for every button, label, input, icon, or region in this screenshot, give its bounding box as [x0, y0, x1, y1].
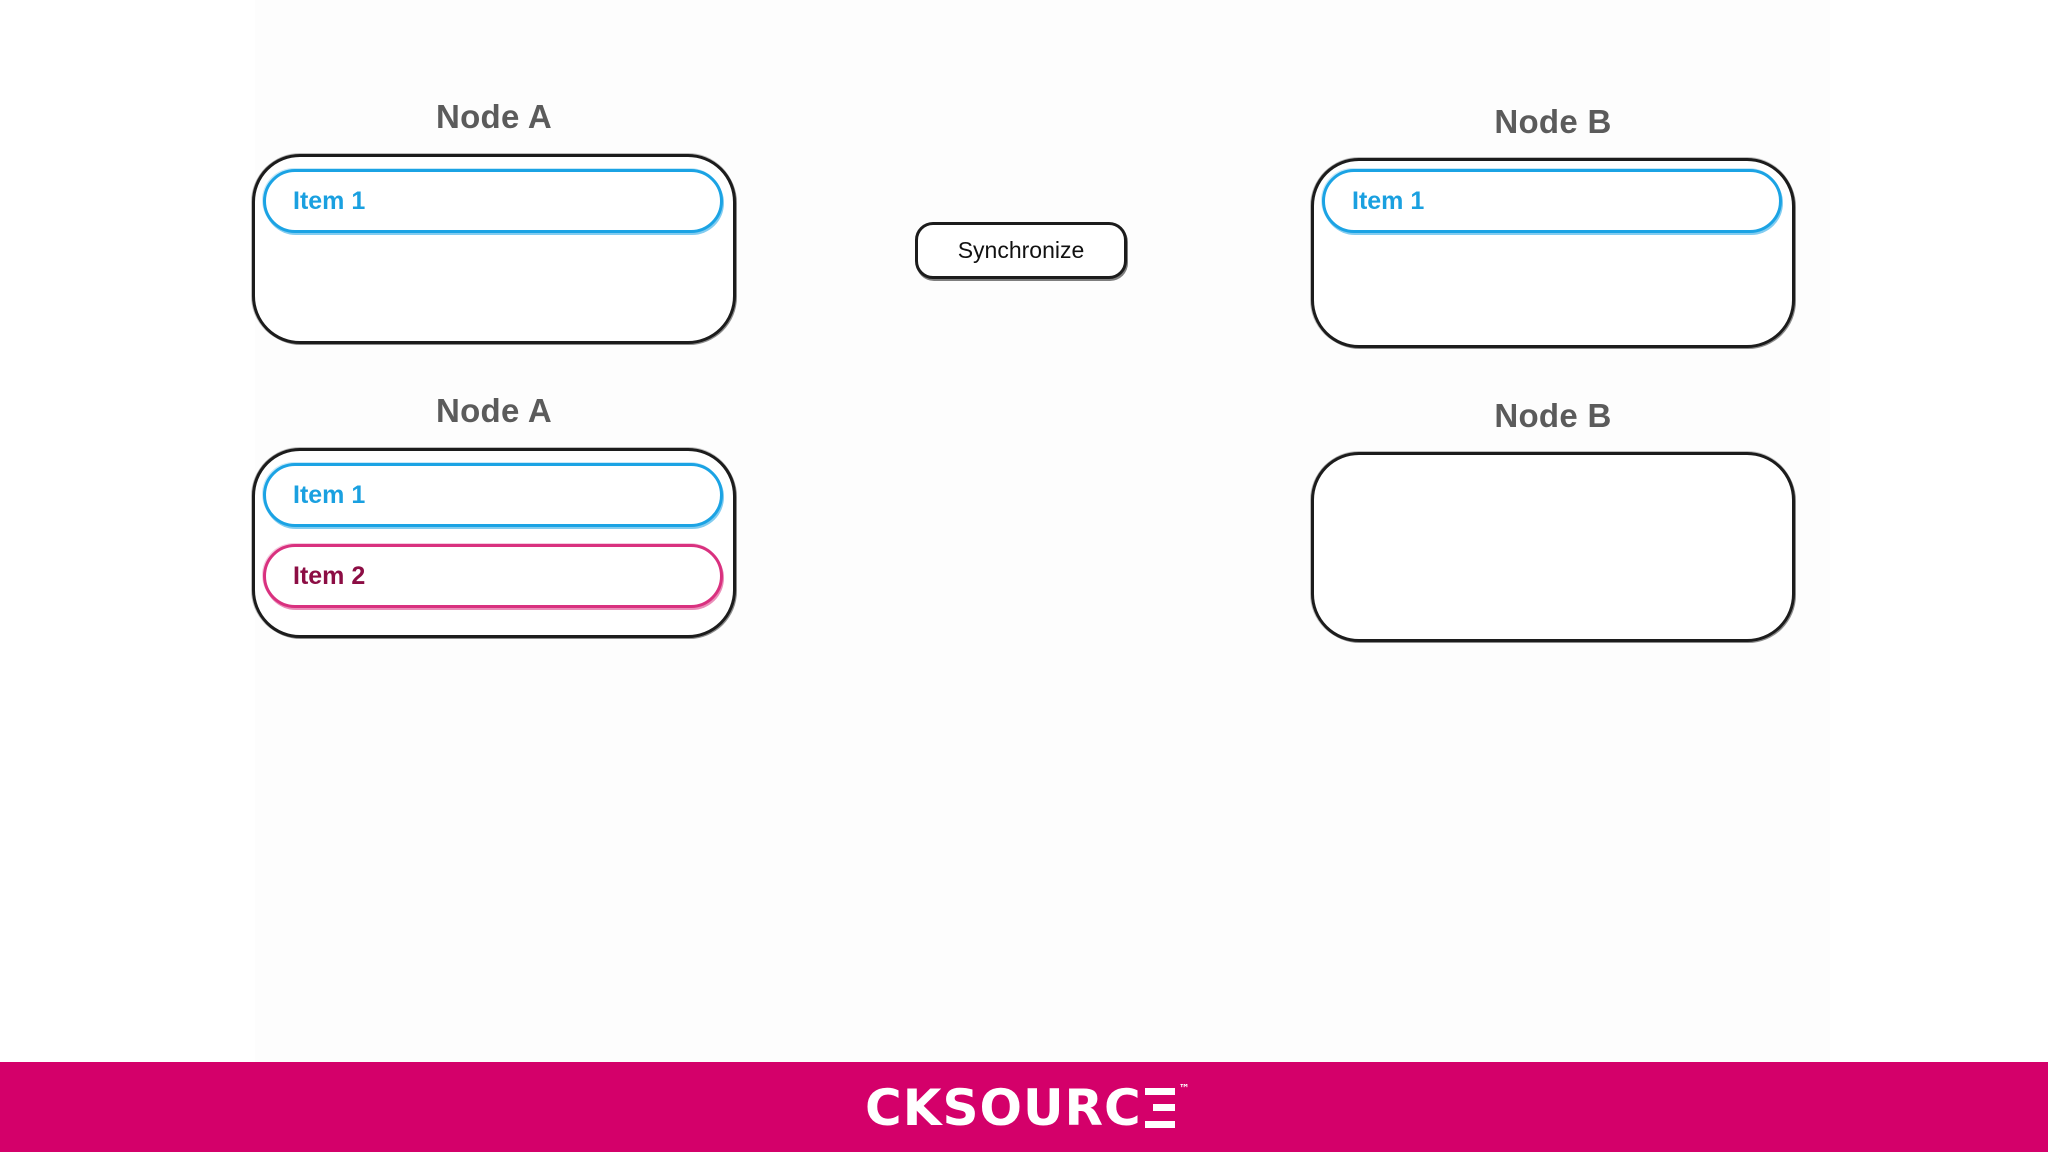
logo-wordmark: CKSOURC	[865, 1079, 1142, 1137]
node-a-bottom-item-1: Item 1	[263, 463, 723, 527]
synchronize-button[interactable]: Synchronize	[915, 222, 1127, 279]
logo-e-mark	[1144, 1088, 1175, 1128]
node-b-box-bottom	[1311, 452, 1795, 642]
node-a-title-top: Node A	[435, 98, 553, 135]
cksource-logo: CKSOURC ™	[865, 1080, 1190, 1136]
footer-bar	[0, 1062, 2048, 1152]
node-b-top-item-1: Item 1	[1322, 169, 1782, 233]
node-a-bottom-item-2: Item 2	[263, 544, 723, 608]
node-a-box-top: Item 1	[252, 154, 736, 344]
node-b-title-bottom: Node B	[1494, 397, 1612, 434]
node-b-box-top: Item 1	[1311, 158, 1795, 348]
node-a-top-item-1: Item 1	[263, 169, 723, 233]
node-a-box-bottom: Item 1 Item 2	[252, 448, 736, 638]
node-b-title-top: Node B	[1494, 103, 1612, 140]
node-a-title-bottom: Node A	[435, 392, 553, 429]
logo-trademark: ™	[1178, 1082, 1190, 1095]
